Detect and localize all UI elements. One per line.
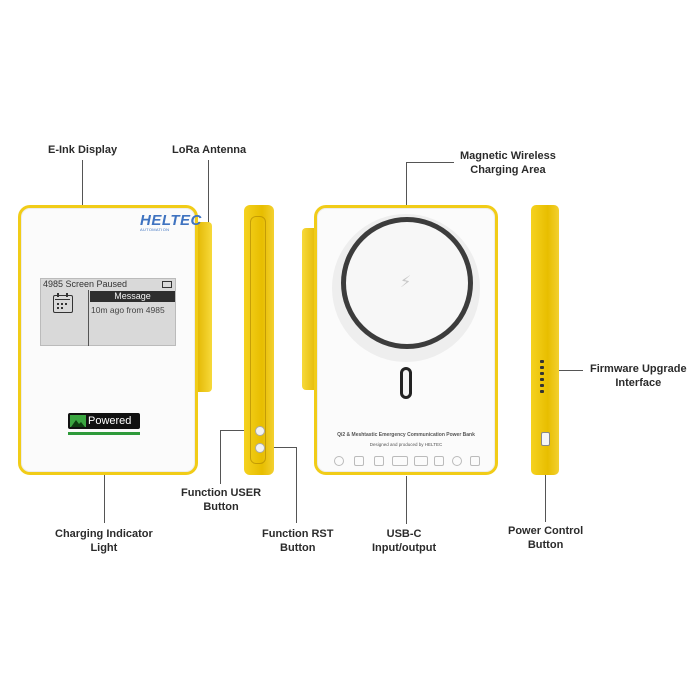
- label-usbc-line1: USB-C: [386, 528, 422, 540]
- eink-display: 4985 Screen Paused Message 10m ago from …: [40, 278, 176, 346]
- recycle-icon: [470, 456, 480, 466]
- label-charging-indicator: Charging Indicator Light: [55, 527, 153, 555]
- powered-badge: Powered: [68, 413, 140, 429]
- function-user-button[interactable]: [255, 426, 265, 436]
- calendar-icon: [53, 293, 73, 313]
- rohs-icon: [452, 456, 462, 466]
- label-power-line1: Power Control: [508, 525, 584, 537]
- certification-icons: [330, 456, 482, 468]
- firmware-pin: [540, 360, 544, 363]
- label-function-user: Function USER Button: [181, 486, 261, 514]
- leader-function-user-v: [220, 430, 221, 484]
- label-function-user-line1: Function USER: [181, 487, 262, 499]
- back-product-text: Qi2 & Meshtastic Emergency Communication…: [337, 432, 475, 438]
- mountain-icon: [70, 415, 86, 427]
- function-rst-button[interactable]: [255, 443, 265, 453]
- qi-icon: [334, 456, 344, 466]
- label-usbc-line2: Input/output: [372, 542, 437, 554]
- leader-usbc: [406, 476, 407, 524]
- recycle-bin-icon: [374, 456, 384, 466]
- lightning-icon: ⚡︎: [400, 274, 412, 291]
- label-usbc: USB-C Input/output: [372, 527, 436, 555]
- eink-message-time: 10m ago from 4985: [91, 305, 165, 315]
- leader-magnetic-h: [406, 162, 454, 163]
- back-designed-text: Designed and produced by HELTEC: [369, 442, 443, 447]
- label-function-rst-line2: Button: [280, 542, 316, 554]
- firmware-pin: [540, 384, 544, 387]
- leader-charging: [104, 437, 105, 523]
- logo-sub: AUTOMATION: [140, 227, 170, 232]
- label-firmware-line1: Firmware Upgrade: [590, 363, 687, 375]
- label-firmware-line2: Interface: [615, 377, 662, 389]
- eink-header: 4985 Screen Paused: [43, 279, 128, 289]
- firmware-pin: [540, 378, 544, 381]
- lora-antenna-housing: [196, 222, 212, 392]
- magnetic-charging-ring: [341, 217, 473, 349]
- power-control-button[interactable]: [541, 432, 550, 446]
- battery-icon: [162, 281, 172, 288]
- label-function-rst-line1: Function RST: [262, 528, 334, 540]
- label-charging-line2: Light: [90, 542, 118, 554]
- leader-firmware: [549, 370, 583, 371]
- status-light-slot: [400, 367, 412, 399]
- label-firmware-upgrade: Firmware Upgrade Interface: [590, 362, 687, 390]
- bluetooth-icon: [354, 456, 364, 466]
- label-lora-antenna: LoRa Antenna: [172, 144, 247, 156]
- ce-icon: [414, 456, 428, 466]
- leader-function-rst-v: [296, 447, 297, 523]
- label-magnetic-charging: Magnetic Wireless Charging Area: [460, 149, 556, 177]
- leader-lora-antenna: [208, 160, 209, 226]
- warning-icon: [434, 456, 444, 466]
- heltec-logo: HELTEC AUTOMATION: [140, 212, 202, 232]
- leader-magnetic-v: [406, 162, 407, 216]
- leader-function-rst-h: [262, 447, 296, 448]
- firmware-pin: [540, 390, 544, 393]
- label-eink-display: E-Ink Display: [48, 144, 118, 156]
- label-function-user-line2: Button: [203, 501, 239, 513]
- label-power-line2: Button: [527, 539, 564, 551]
- firmware-pin: [540, 366, 544, 369]
- logo-brand: HELTEC: [140, 212, 202, 229]
- label-power-control: Power Control Button: [508, 524, 583, 552]
- leader-function-user-h: [220, 430, 254, 431]
- label-magnetic-line1: Magnetic Wireless: [460, 150, 556, 162]
- label-magnetic-line2: Charging Area: [470, 164, 546, 176]
- firmware-pin: [540, 372, 544, 375]
- eink-message-title: Message: [90, 291, 175, 302]
- device-side-right: [531, 205, 559, 475]
- side-left-groove: [250, 216, 266, 464]
- powered-text: Powered: [88, 415, 132, 427]
- label-function-rst: Function RST Button: [262, 527, 334, 555]
- leader-power: [545, 446, 546, 522]
- eink-divider: [88, 290, 89, 346]
- charging-indicator-light: [68, 432, 140, 435]
- label-charging-line1: Charging Indicator: [55, 528, 153, 540]
- fc-icon: [392, 456, 408, 466]
